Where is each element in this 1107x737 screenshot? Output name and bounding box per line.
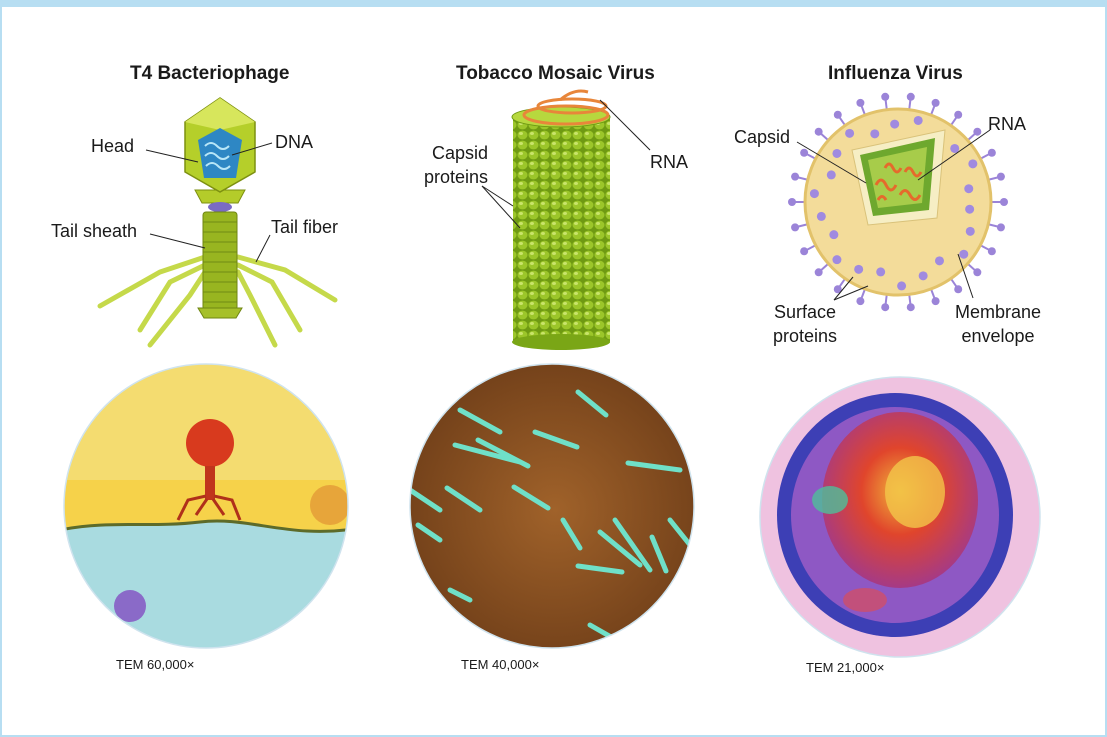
surface-spike-head	[954, 110, 963, 119]
label-dna: DNA	[275, 132, 314, 152]
envelope-protein	[965, 226, 975, 236]
label-capsid-proteins: Capsid proteins	[418, 141, 488, 189]
t4-head-cutout	[198, 128, 242, 178]
surface-spike-head	[791, 172, 800, 181]
t4-micrograph-border	[63, 363, 349, 649]
envelope-protein	[816, 211, 826, 221]
label-membrane-envelope: Membrane envelope	[946, 300, 1050, 348]
surface-spike-head	[931, 297, 940, 306]
envelope-protein	[897, 281, 907, 291]
surface-spike-head	[973, 268, 982, 277]
surface-spike-head	[906, 303, 915, 312]
t4-baseplate	[197, 307, 243, 319]
sheath-rings	[203, 221, 237, 303]
surface-spike-head	[800, 247, 809, 256]
panel-title-t4: T4 Bacteriophage	[130, 63, 290, 84]
caption-t4: TEM 60,000×	[116, 657, 195, 672]
surface-spike-head	[814, 268, 823, 277]
surface-spike-head	[856, 98, 865, 107]
envelope-protein	[968, 159, 978, 169]
envelope-protein	[965, 204, 975, 214]
label-membrane-envelope-line2: envelope	[961, 326, 1035, 346]
tmv-rod-bottom	[512, 334, 610, 350]
tmv-micrograph	[410, 364, 694, 648]
label-influenza-capsid: Capsid	[734, 127, 791, 147]
surface-spike-head	[931, 98, 940, 107]
label-tail-fiber: Tail fiber	[271, 217, 339, 237]
influenza-capsid-interior	[868, 147, 927, 208]
envelope-protein	[913, 115, 923, 125]
envelope-protein	[826, 170, 836, 180]
envelope-protein	[854, 264, 864, 274]
label-capsid-proteins-line1: Capsid	[431, 143, 488, 163]
t4-micrograph	[64, 364, 348, 648]
influenza-leader-lines	[796, 129, 991, 301]
surface-spike-head	[987, 247, 996, 256]
t4-head-facet	[185, 98, 255, 130]
surface-spike-head	[833, 285, 842, 294]
envelope-protein	[845, 128, 855, 138]
tmv-micrograph-border	[409, 363, 695, 649]
t4-neck	[208, 202, 232, 212]
label-head: Head	[91, 136, 135, 156]
panel-title-influenza: Influenza Virus	[828, 63, 963, 84]
tmv-leader-lines	[481, 99, 651, 229]
panel-title-tmv: Tobacco Mosaic Virus	[456, 63, 655, 84]
envelope-protein	[832, 148, 842, 158]
label-membrane-envelope-line1: Membrane	[954, 302, 1042, 322]
surface-spike-head	[954, 285, 963, 294]
tmv-capsid-rod	[513, 115, 610, 343]
surface-spike-head	[987, 148, 996, 157]
surface-spike-head	[881, 303, 890, 312]
surface-spike-head	[996, 172, 1005, 181]
surface-spike-head	[881, 92, 890, 101]
envelope-protein	[832, 255, 842, 265]
surface-spike-head	[800, 148, 809, 157]
influenza-micrograph-border	[759, 376, 1041, 658]
envelope-protein	[876, 267, 886, 277]
label-tail-sheath: Tail sheath	[51, 221, 138, 241]
t4-leader-lines	[145, 142, 273, 263]
envelope-protein	[959, 249, 969, 259]
envelope-protein	[964, 184, 974, 194]
label-surface-proteins-line1: Surface	[773, 302, 837, 322]
envelope-protein	[829, 230, 839, 240]
surface-spike-head	[996, 223, 1005, 232]
surface-spike-head	[791, 223, 800, 232]
envelope-protein	[918, 271, 928, 281]
surface-spike-head	[906, 92, 915, 101]
surface-spike-head	[788, 198, 796, 206]
label-surface-proteins: Surface proteins	[760, 300, 850, 348]
surface-spike-head	[814, 127, 823, 136]
envelope-protein	[934, 256, 944, 266]
envelope-protein	[890, 119, 900, 129]
influenza-rna-segments	[874, 162, 923, 201]
influenza-envelope-proteins	[809, 115, 978, 291]
tail-fibers	[97, 254, 338, 348]
envelope-protein	[870, 129, 880, 139]
label-capsid-proteins-line2: proteins	[423, 167, 488, 187]
caption-tmv: TEM 40,000×	[461, 657, 540, 672]
surface-spike-head	[1000, 198, 1008, 206]
label-surface-proteins-line2: proteins	[772, 326, 838, 346]
influenza-micrograph	[760, 377, 1040, 657]
surface-spike-head	[973, 127, 982, 136]
t4-dna-strand	[204, 142, 231, 170]
envelope-protein	[950, 143, 960, 153]
t4-collar	[194, 189, 246, 204]
envelope-protein	[809, 189, 819, 199]
label-tmv-rna: RNA	[650, 152, 689, 172]
surface-spike-head	[833, 110, 842, 119]
surface-spike-head	[856, 297, 865, 306]
caption-influenza: TEM 21,000×	[806, 660, 885, 675]
label-influenza-rna: RNA	[988, 114, 1027, 134]
